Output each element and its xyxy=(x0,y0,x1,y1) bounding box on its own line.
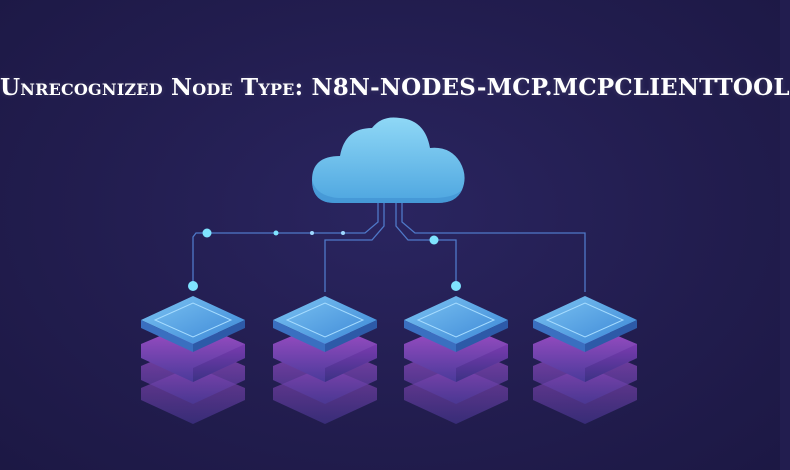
connector-dots xyxy=(202,228,439,245)
connector-line-3 xyxy=(395,198,457,286)
connector-line-2 xyxy=(324,198,385,292)
server-layer xyxy=(141,296,245,424)
connector-lines xyxy=(192,198,586,292)
connector-dot xyxy=(202,228,212,238)
server-stack-icon xyxy=(141,281,245,424)
connector-dot xyxy=(188,281,198,291)
connector-dot xyxy=(451,281,461,291)
connector-dot xyxy=(429,235,439,245)
cloud-icon xyxy=(312,117,465,203)
connector-dot xyxy=(341,231,345,235)
server-stack-icon xyxy=(273,296,377,424)
server-stack-icon xyxy=(533,296,637,424)
server-stack-icon xyxy=(404,281,508,424)
connector-line-1 xyxy=(192,198,379,286)
connector-dot xyxy=(273,230,279,236)
headline-title: Unrecognized Node Type: N8N-NODES-MCP.MC… xyxy=(0,74,790,101)
connector-line-4 xyxy=(401,198,586,292)
connector-dot xyxy=(310,231,314,235)
